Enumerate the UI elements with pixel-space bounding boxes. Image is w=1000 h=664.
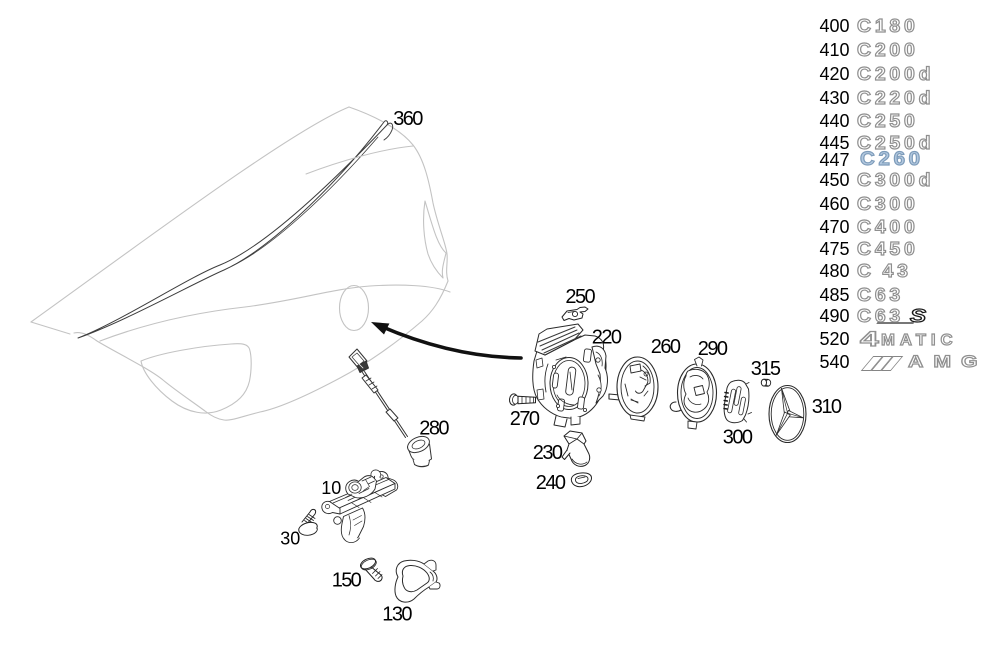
svg-text:150: 150 <box>332 569 362 591</box>
svg-text:280: 280 <box>419 417 449 439</box>
svg-text:130: 130 <box>382 603 412 625</box>
svg-text:250: 250 <box>565 286 595 308</box>
svg-text:10: 10 <box>321 478 341 498</box>
svg-text:290: 290 <box>698 338 728 360</box>
svg-text:360: 360 <box>393 108 423 130</box>
svg-text:230: 230 <box>533 442 563 464</box>
svg-text:270: 270 <box>510 408 540 430</box>
svg-text:300: 300 <box>723 426 753 448</box>
svg-text:310: 310 <box>812 396 842 418</box>
svg-text:315: 315 <box>751 358 781 380</box>
svg-text:240: 240 <box>536 472 566 494</box>
svg-text:220: 220 <box>592 327 622 349</box>
svg-text:30: 30 <box>280 528 300 548</box>
svg-text:260: 260 <box>651 336 681 358</box>
